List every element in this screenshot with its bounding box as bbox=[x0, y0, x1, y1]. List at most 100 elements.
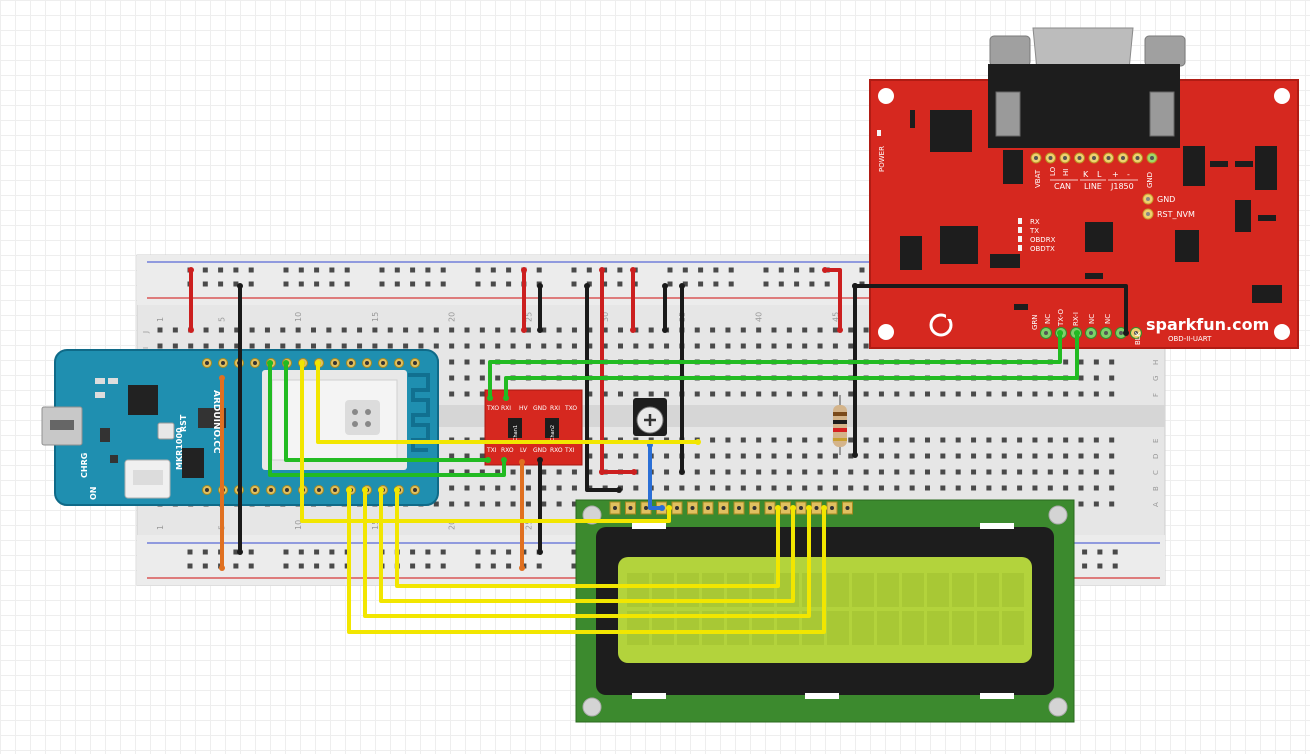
obd-bottom-pin-hole bbox=[1134, 331, 1138, 335]
breadboard-hole bbox=[940, 469, 946, 475]
breadboard-hole bbox=[1017, 485, 1023, 491]
breadboard-hole bbox=[771, 453, 777, 459]
wire bbox=[488, 331, 1062, 400]
sparkfun-flame-icon bbox=[929, 313, 953, 337]
lcd-pin-hole bbox=[644, 506, 648, 510]
lcd-character-cell bbox=[702, 573, 724, 607]
rail-hole bbox=[698, 267, 704, 273]
obd-bottom-pin-hole bbox=[1119, 331, 1123, 335]
breadboard-hole bbox=[403, 343, 409, 349]
wire bbox=[284, 361, 490, 462]
mounting-hole bbox=[878, 88, 894, 104]
wire-end bbox=[1123, 330, 1129, 336]
breadboard-hole bbox=[510, 501, 516, 507]
lcd-mount-hole bbox=[1048, 697, 1068, 717]
lcd-character-cell bbox=[827, 611, 849, 645]
breadboard-hole bbox=[633, 391, 639, 397]
rail-hole bbox=[233, 549, 239, 555]
obd-chip bbox=[1085, 222, 1113, 252]
wire-end bbox=[188, 267, 194, 273]
wire-end bbox=[852, 283, 858, 289]
logic-level-shifter[interactable]: TXO RXI HV GND RXI TXO TXI RXO LV GND RX… bbox=[484, 389, 583, 466]
wifi-chip bbox=[345, 400, 380, 435]
wire bbox=[823, 268, 842, 332]
vbat-label: VBAT bbox=[1034, 169, 1042, 188]
obd-top-pin-hole bbox=[1135, 156, 1140, 160]
resistor[interactable] bbox=[833, 395, 847, 455]
txi-r-label: TXI bbox=[564, 447, 575, 454]
wire bbox=[395, 488, 780, 588]
breadboard-hole bbox=[771, 327, 777, 333]
lcd-character-cell bbox=[627, 611, 649, 645]
obd-top-pin-hole bbox=[1106, 156, 1111, 160]
breadboard-hole bbox=[817, 469, 823, 475]
wire bbox=[648, 443, 664, 510]
breadboard-hole bbox=[664, 485, 670, 491]
obdtx-label: OBDTX bbox=[1030, 245, 1055, 253]
rail-hole bbox=[329, 549, 335, 555]
rail-hole bbox=[314, 563, 320, 569]
rail-hole bbox=[298, 267, 304, 273]
small-component bbox=[95, 378, 105, 384]
obd-small bbox=[1014, 304, 1028, 310]
breadboard-hole bbox=[571, 469, 577, 475]
wire-end bbox=[485, 457, 491, 463]
wire-end bbox=[631, 469, 637, 475]
chip-dot bbox=[352, 421, 358, 427]
obdrx-label: OBDRX bbox=[1030, 236, 1056, 244]
breadboard-hole bbox=[433, 501, 439, 507]
breadboard-hole bbox=[740, 343, 746, 349]
small-component bbox=[95, 392, 105, 398]
lcd-character-cell bbox=[752, 611, 774, 645]
breadboard-hole bbox=[418, 343, 424, 349]
rail-hole bbox=[283, 549, 289, 555]
breadboard-hole bbox=[832, 343, 838, 349]
lcd-pin-hole bbox=[675, 506, 679, 510]
breadboard-hole bbox=[817, 343, 823, 349]
breadboard-hole bbox=[602, 327, 608, 333]
rail-hole bbox=[617, 267, 623, 273]
breadboard-hole bbox=[433, 327, 439, 333]
breadboard-hole bbox=[525, 343, 531, 349]
l-label: L bbox=[1097, 170, 1102, 179]
wire bbox=[316, 361, 700, 444]
breadboard-hole bbox=[786, 485, 792, 491]
breadboard-hole bbox=[464, 469, 470, 475]
rail-hole bbox=[824, 281, 830, 287]
breadboard-hole bbox=[1001, 437, 1007, 443]
wire-end bbox=[362, 487, 368, 493]
obd-chip bbox=[1255, 146, 1277, 190]
rail-hole bbox=[536, 563, 542, 569]
breadboard-hole bbox=[725, 469, 731, 475]
rail-hole bbox=[632, 281, 638, 287]
wire-end bbox=[487, 395, 493, 401]
arduino-pin-hole bbox=[317, 488, 321, 492]
rail-hole bbox=[425, 267, 431, 273]
wire bbox=[300, 361, 671, 523]
breadboard-hole bbox=[925, 485, 930, 491]
wire-end bbox=[599, 267, 605, 273]
breadboard-hole bbox=[817, 485, 823, 491]
breadboard-hole bbox=[1001, 469, 1007, 475]
breadboard-hole bbox=[556, 501, 562, 507]
lcd-pin-hole bbox=[690, 506, 695, 510]
row-letter-left: J bbox=[142, 331, 150, 334]
obd-top-header bbox=[1030, 152, 1158, 164]
obd-ii-uart-board[interactable]: VBAT LO HI K L + - GND CAN LINE J1850 GN… bbox=[869, 27, 1299, 349]
lcd-character-cell bbox=[952, 611, 974, 645]
breadboard-hole bbox=[1109, 375, 1115, 381]
breadboard-hole bbox=[710, 453, 716, 459]
on-label: ON bbox=[89, 487, 98, 501]
arduino-pin-hole bbox=[413, 361, 417, 365]
reset-button[interactable] bbox=[157, 422, 175, 440]
breadboard-hole bbox=[802, 453, 808, 459]
column-number: 5 bbox=[217, 317, 226, 322]
power-led bbox=[877, 130, 881, 136]
breadboard-hole bbox=[909, 391, 915, 397]
breadboard-hole bbox=[756, 391, 762, 397]
breadboard-hole bbox=[802, 469, 808, 475]
rail-hole bbox=[344, 281, 350, 287]
rail-hole bbox=[440, 267, 446, 273]
breadboard-hole bbox=[664, 391, 670, 397]
potentiometer[interactable] bbox=[633, 398, 667, 436]
